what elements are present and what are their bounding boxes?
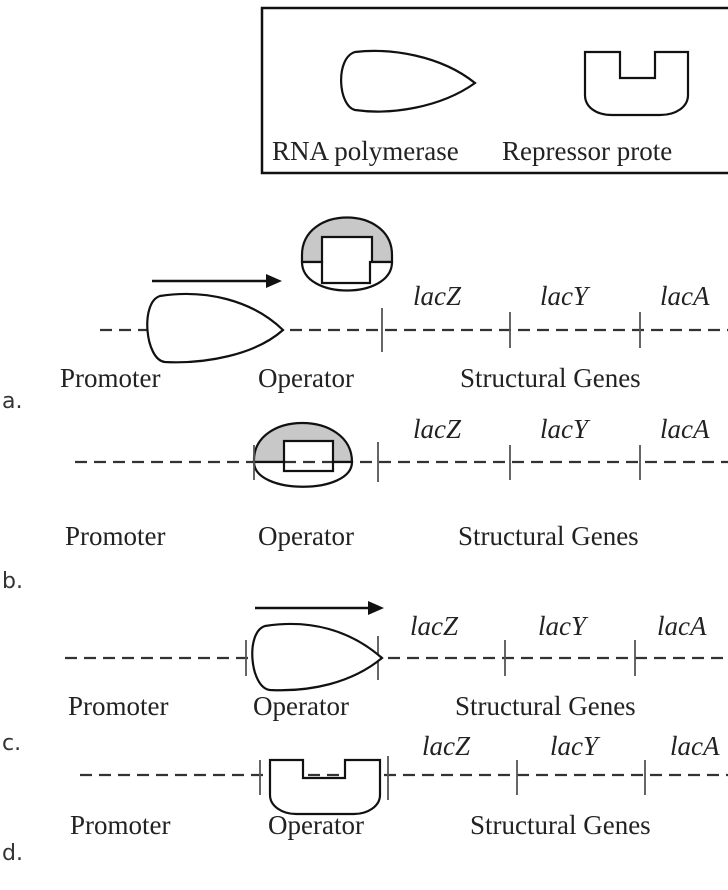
panel-a: lacZ lacY lacA Promoter Operator Structu… [2, 216, 728, 414]
arrowhead-icon [368, 601, 384, 615]
panel-d: lacZ lacY lacA Promoter Operator Structu… [2, 731, 728, 866]
repressor-shaded-top [252, 422, 354, 464]
gene-lacy-label: lacY [550, 731, 601, 761]
legend-repressor-label: Repressor prote [502, 136, 672, 166]
option-b-label: b. [2, 569, 23, 594]
structural-genes-label: Structural Genes [460, 363, 641, 393]
promoter-label: Promoter [68, 691, 169, 721]
option-a-label: a. [2, 389, 22, 414]
panel-b: lacZ lacY lacA Promoter Operator Structu… [2, 414, 728, 594]
gene-lacy-label: lacY [540, 281, 591, 311]
gene-lacz-label: lacZ [410, 611, 459, 641]
repressor-bound-bottom [300, 260, 394, 292]
gene-laca-label: lacA [670, 731, 720, 761]
repressor-shaded-top [300, 216, 394, 264]
panel-c: lacZ lacY lacA Promoter Operator Structu… [2, 601, 728, 756]
repressor-bound-bottom [252, 460, 354, 488]
gene-lacz-label: lacZ [413, 414, 462, 444]
legend: RNA polymerase Repressor prote [260, 6, 728, 175]
arrowhead-icon [266, 274, 282, 288]
operator-label: Operator [258, 521, 354, 551]
operator-label: Operator [258, 363, 354, 393]
repressor-legend-icon [583, 50, 690, 117]
promoter-label: Promoter [60, 363, 161, 393]
option-d-label: d. [2, 841, 23, 866]
gene-laca-label: lacA [660, 414, 710, 444]
rna-polymerase-shape [146, 292, 285, 364]
structural-genes-label: Structural Genes [458, 521, 639, 551]
gene-lacy-label: lacY [540, 414, 591, 444]
operator-label: Operator [253, 691, 349, 721]
gene-laca-label: lacA [660, 281, 710, 311]
gene-lacz-label: lacZ [413, 281, 462, 311]
legend-rna-polymerase-label: RNA polymerase [272, 136, 459, 166]
repressor-protein-shape [268, 758, 382, 816]
structural-genes-label: Structural Genes [455, 691, 636, 721]
option-c-label: c. [2, 731, 21, 756]
structural-genes-label: Structural Genes [470, 810, 651, 840]
promoter-label: Promoter [70, 810, 171, 840]
rna-polymerase-legend-icon [340, 49, 477, 113]
gene-lacz-label: lacZ [422, 731, 471, 761]
rna-polymerase-shape [251, 622, 384, 692]
operator-label: Operator [268, 810, 364, 840]
gene-lacy-label: lacY [538, 611, 589, 641]
promoter-label: Promoter [65, 521, 166, 551]
gene-laca-label: lacA [657, 611, 707, 641]
